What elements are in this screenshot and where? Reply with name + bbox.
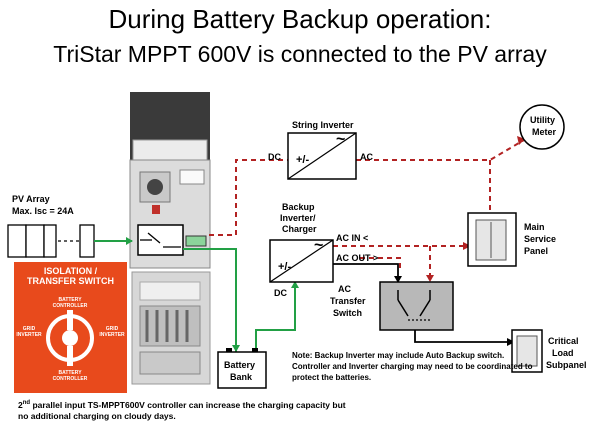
iso-label-battery-controller-top: BATTERY CONTROLLER [52,297,88,309]
backup-inverter-charger [269,239,334,283]
isolation-title: ISOLATION / TRANSFER SWITCH [14,266,127,286]
utility-meter-label-2: Meter [532,127,557,137]
string-inverter [287,132,357,180]
ac-transfer-switch-box [379,281,454,331]
arrow-icon [291,281,299,288]
pv-array-label: PV Array [12,194,50,204]
main-panel-label-3: Panel [524,246,549,256]
footnote-number: 2 [18,399,23,410]
diagram-title-line2: TriStar MPPT 600V is connected to the PV… [53,41,547,67]
iso-label-grid-inverter-right: GRID INVERTER [99,326,125,338]
arrow-icon [463,242,471,250]
main-panel-label-2: Service [524,234,557,244]
main-panel-label-1: Main [524,222,545,232]
battery-bank-label-1: Battery [224,360,256,370]
string-inverter-dc-symbol: +/- [296,154,310,166]
isolation-transfer-switch: ISOLATION / TRANSFER SWITCH BATTERY CONT… [14,262,127,393]
isolation-title-line2: TRANSFER SWITCH [27,276,114,286]
ac-out-line [333,263,399,282]
ac-transfer-label-1: AC [338,284,351,294]
backup-label-1: Backup [282,202,315,212]
string-inverter-dc-label: DC [268,152,281,162]
pv-array-isc-label: Max. Isc = 24A [12,206,74,216]
second-controller-device [131,271,211,385]
utility-meter [519,104,565,150]
footnote: 2nd parallel input TS-MPPT600V controlle… [18,398,348,422]
critical-load-label-1: Critical [548,336,579,346]
critical-load-label-3: Subpanel [546,360,587,370]
arrow-icon [507,338,515,346]
arrow-icon [426,275,434,282]
string-inverter-ac-symbol: ~ [336,131,346,148]
utility-meter-label-1: Utility [530,115,556,125]
isolation-knob-icon [46,310,94,366]
iso-label-battery-controller-bottom: BATTERY CONTROLLER [52,370,88,382]
backup-label-2: Inverter/ [280,213,316,223]
backup-note: Note: Backup Inverter may include Auto B… [292,351,533,382]
dc-wiring [94,240,296,352]
main-service-panel [467,212,517,267]
string-inverter-label: String Inverter [292,120,354,130]
pv-array-panels [7,224,95,258]
backup-dc-label: DC [274,288,287,298]
diagram-title-line1: During Battery Backup operation: [108,4,492,34]
string-inverter-ac-label: AC [360,152,373,162]
critical-load-line [414,330,514,343]
backup-dc-symbol: +/- [278,261,292,273]
backup-ac-symbol: ~ [314,237,324,254]
ac-in-label: AC IN < [336,233,369,243]
ac-transfer-label-2: Transfer [330,296,366,306]
iso-label-grid-inverter-left: GRID INVERTER [16,326,42,338]
isolation-title-line1: ISOLATION / [43,266,98,276]
ac-transfer-label-3: Switch [333,308,363,318]
critical-load-subpanel [511,329,543,373]
battery-bank-label-2: Bank [230,372,253,382]
arrow-icon [394,276,402,283]
footnote-superscript: nd [22,400,31,406]
ac-out-label: AC OUT > [336,253,379,263]
critical-load-label-2: Load [552,348,574,358]
arrow-icon [232,345,240,352]
tristar-controller-device [129,92,211,269]
arrow-icon [126,237,133,245]
backup-label-3: Charger [282,224,317,234]
battery-bank [217,348,267,389]
footnote-text: parallel input TS-MPPT600V controller ca… [18,399,346,421]
